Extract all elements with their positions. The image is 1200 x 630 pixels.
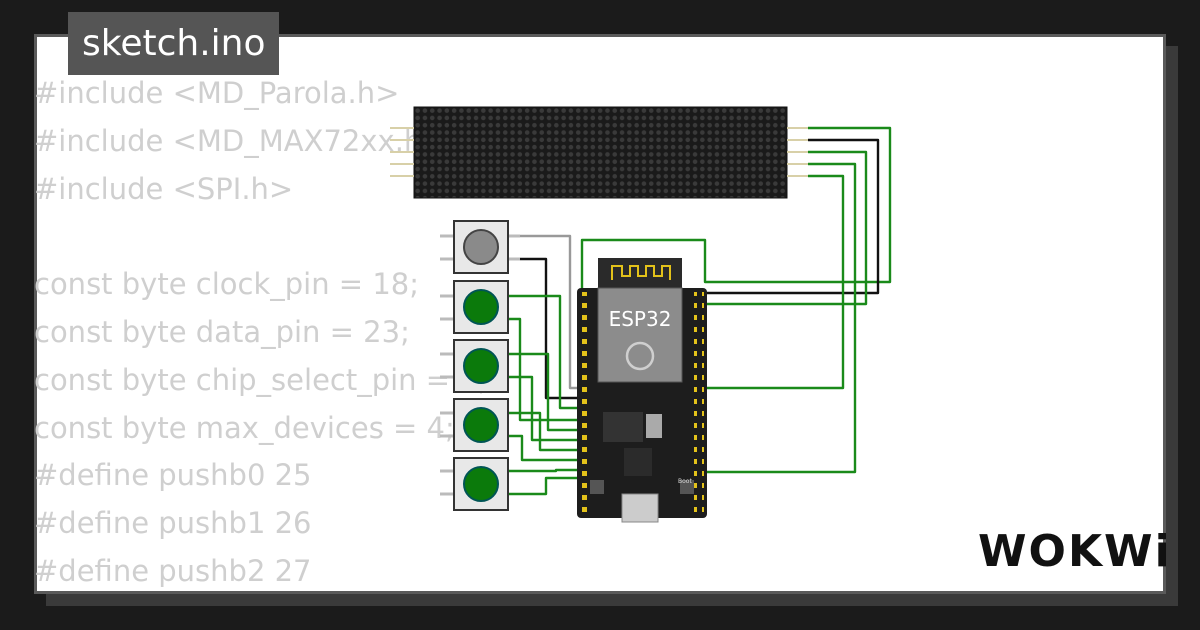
code-line: #include <SPI.h> bbox=[34, 171, 294, 206]
espressif-logo-icon bbox=[625, 341, 655, 371]
code-line: #define pushb2 27 bbox=[34, 553, 312, 588]
code-line: const byte data_pin = 23; bbox=[34, 314, 410, 349]
code-line: #define pushb1 26 bbox=[34, 506, 312, 541]
esp32-label: ESP32 bbox=[609, 307, 672, 331]
code-line: #include <MD_Parola.h> bbox=[34, 76, 400, 110]
code-line: #define pushb0 25 bbox=[34, 458, 312, 493]
wokwi-logo: WOKWi bbox=[978, 526, 1172, 577]
pushbutton-icon[interactable] bbox=[440, 457, 509, 511]
pushbutton-icon[interactable] bbox=[440, 398, 509, 452]
led-matrix-icon[interactable] bbox=[390, 106, 808, 199]
pushbutton-icon[interactable] bbox=[440, 220, 520, 274]
code-line: const byte max_devices = 4; bbox=[34, 410, 455, 445]
code-line: const byte clock_pin = 18; bbox=[34, 267, 420, 302]
esp32-board-icon[interactable] bbox=[577, 258, 707, 523]
usb-port-icon bbox=[621, 493, 659, 523]
file-tab[interactable]: sketch.ino bbox=[68, 12, 280, 75]
wires bbox=[508, 126, 892, 496]
wifi-antenna-icon bbox=[611, 265, 671, 280]
pushbutton-icon[interactable] bbox=[440, 280, 509, 334]
boot-label: Boot bbox=[678, 478, 692, 485]
pushbutton-icon[interactable] bbox=[440, 339, 509, 393]
code-preview: #include <MD_Parola.h>#include <MD_MAX72… bbox=[34, 70, 488, 596]
